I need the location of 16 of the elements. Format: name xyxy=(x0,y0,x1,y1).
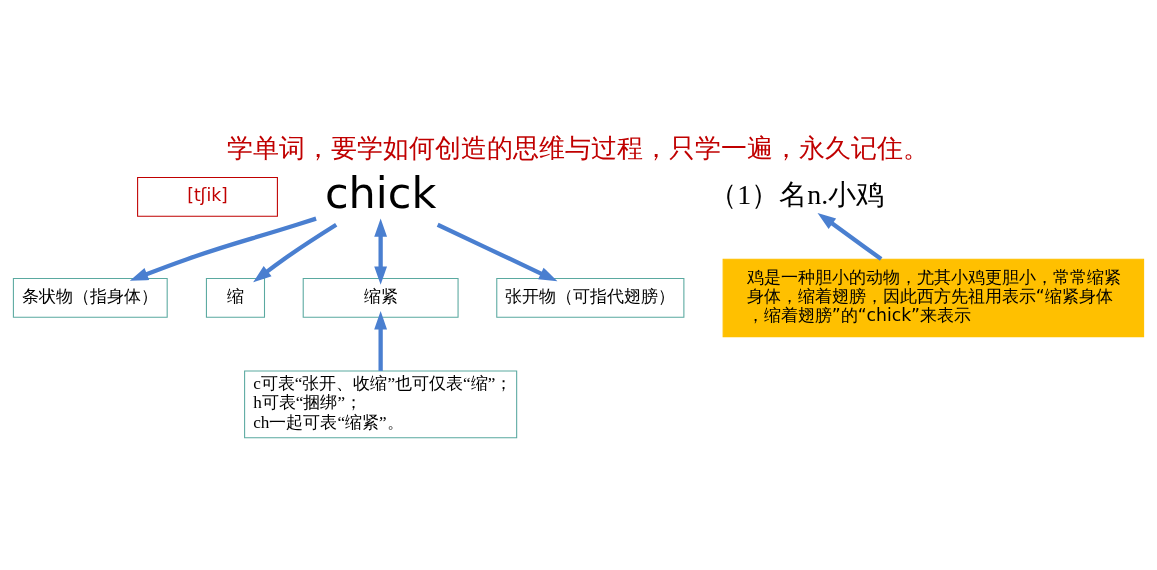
arrow xyxy=(374,218,388,285)
node-box: 缩紧 xyxy=(302,278,459,318)
node-text: chick xyxy=(324,167,437,218)
node-box: 缩 xyxy=(205,278,266,318)
node-box: 张开物（可指代翅膀） xyxy=(496,278,685,318)
diagram-title: 学单词，要学如何创造的思维与过程，只学一遍，永久记住。 xyxy=(227,133,930,164)
node-box: c可表“张开、收缩”也可仅表“缩”； h可表“捆绑”； ch一起可表“缩紧”。 xyxy=(244,370,518,439)
node-box: [tʃik] xyxy=(137,176,278,217)
arrow xyxy=(817,212,883,261)
node-box: 鸡是一种胆小的动物，尤其小鸡更胆小，常常缩紧身体，缩着翅膀，因此西方先祖用表示“缩紧身体，缩着翅膀”的“chick”来表示 xyxy=(722,258,1145,338)
arrow xyxy=(374,311,388,371)
arrow xyxy=(436,222,558,282)
arrow xyxy=(129,216,317,281)
node-box: 条状物（指身体） xyxy=(12,278,168,318)
node-text: （1）名n.小鸡 xyxy=(709,178,885,210)
arrow xyxy=(253,222,338,283)
